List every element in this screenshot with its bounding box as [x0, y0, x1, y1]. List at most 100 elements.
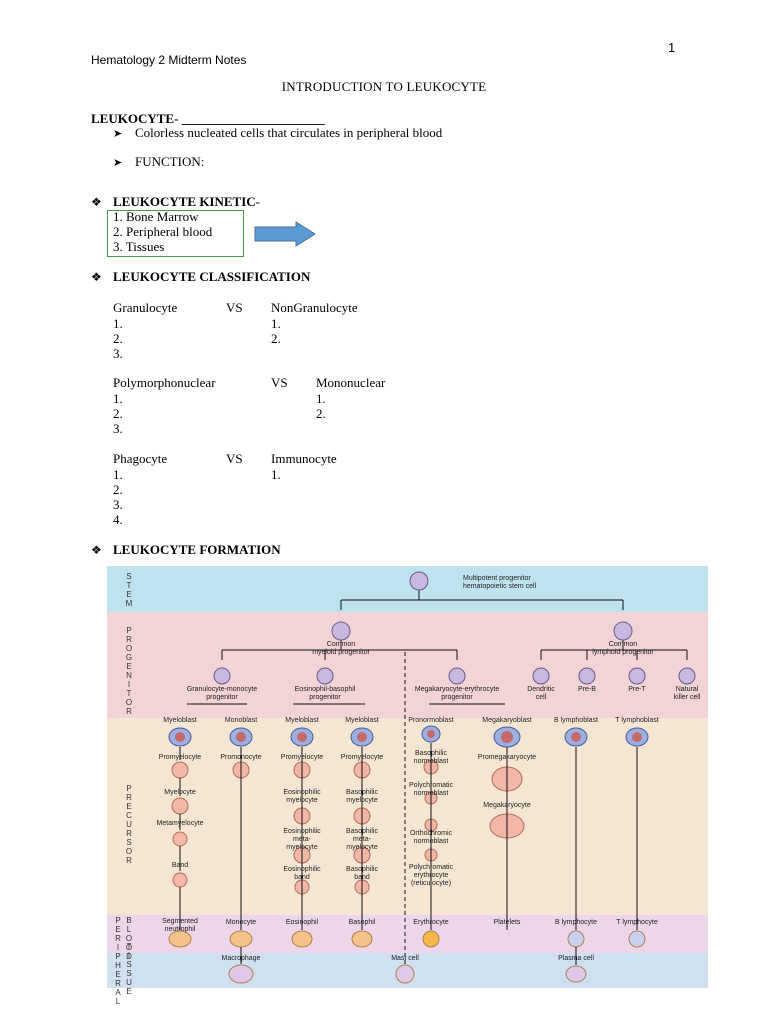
leukocyte-heading: LEUKOCYTE- ______________________	[91, 111, 325, 126]
pre-t-cell	[628, 667, 646, 685]
label-megakaryocyte: Megakaryocyte	[483, 802, 531, 809]
pair1-left: Granulocyte	[113, 300, 178, 315]
pre-b-cell	[578, 667, 596, 685]
pair2-left: Polymorphonuclear	[113, 375, 216, 390]
classification-heading: ❖ LEUKOCYTE CLASSIFICATION	[91, 269, 310, 285]
label-band: Band	[171, 862, 189, 869]
leukocyte-bullet-1: ➤Colorless nucleated cells that circulat…	[113, 125, 442, 141]
pair2-left-num-1: 1.	[113, 391, 123, 406]
pair1-left-num-3: 3.	[113, 346, 123, 361]
pair3-right: Immunocyte	[271, 451, 337, 466]
precursor-band	[107, 718, 708, 915]
me-progenitor-cell	[448, 667, 466, 685]
formation-heading: ❖ LEUKOCYTE FORMATION	[91, 542, 281, 558]
classification-heading-text: LEUKOCYTE CLASSIFICATION	[113, 269, 311, 284]
document-header: Hematology 2 Midterm Notes	[91, 53, 247, 67]
label-monoblast: Monoblast	[224, 717, 258, 724]
pair2-right: Mononuclear	[316, 375, 386, 390]
cell-illustrations	[168, 571, 696, 984]
label-eosinophil: Eosinophil	[285, 919, 319, 926]
label-promyelocyte-1: Promyelocyte	[158, 754, 202, 761]
label-promegakaryocyte: Promegakaryocyte	[477, 754, 537, 761]
diamond-bullet-icon: ❖	[91, 270, 102, 284]
label-platelets: Platelets	[493, 919, 521, 926]
pair1-left-num-2: 2.	[113, 331, 123, 346]
leukocyte-bullet-2: ➤ FUNCTION:	[113, 154, 204, 170]
arrow-bullet-icon: ➤	[113, 157, 123, 169]
label-myeloblast-3: Myeloblast	[345, 717, 379, 724]
function-label: FUNCTION:	[135, 154, 205, 169]
pair1-right-num-2: 2.	[271, 331, 281, 346]
gm-progenitor-cell	[213, 667, 231, 685]
kinetic-item-3: 3. Tissues	[113, 239, 165, 254]
pair2-right-num-2: 2.	[316, 406, 326, 421]
label-basophil: Basophil	[348, 919, 376, 926]
eb-progenitor-cell	[316, 667, 334, 685]
pair3-left: Phagocyte	[113, 451, 168, 466]
stem-cell	[409, 571, 429, 591]
label-t-lymphoblast: T lymphoblast	[615, 717, 659, 724]
kinetic-heading-suffix: -	[255, 194, 261, 209]
dendritic-cell	[532, 667, 550, 685]
kinetic-item-1: 1. Bone Marrow	[113, 209, 199, 224]
diamond-bullet-icon: ❖	[91, 543, 102, 557]
kinetic-heading-text: LEUKOCYTE KINETIC	[113, 194, 256, 209]
page-title: INTRODUCTION TO LEUKOCYTE	[281, 79, 487, 94]
label-t-lymphocyte: T lymphocyte	[616, 919, 658, 926]
nk-cell	[678, 667, 696, 685]
label-metamyelocyte: Metamyelocyte	[156, 820, 204, 827]
label-pronormoblast: Pronormoblast	[408, 717, 454, 724]
label-pre-t: Pre-T	[628, 686, 646, 693]
label-monocyte: Monocyte	[225, 919, 257, 926]
pair3-right-num-1: 1.	[271, 467, 281, 482]
pair2-left-num-2: 2.	[113, 406, 123, 421]
page-number: 1	[668, 40, 676, 55]
label-pre-b: Pre-B	[578, 686, 596, 693]
label-erythrocyte: Erythrocyte	[413, 919, 449, 926]
kinetic-heading: ❖ LEUKOCYTE KINETIC-	[91, 194, 260, 210]
label-myelocyte: Myelocyte	[164, 789, 196, 796]
pair3-left-num-2: 2.	[113, 482, 123, 497]
diamond-bullet-icon: ❖	[91, 195, 102, 209]
label-mast-cell: Mast cell	[391, 955, 419, 962]
pair1-vs: VS	[226, 300, 243, 315]
label-promonocyte: Promonocyte	[220, 754, 262, 761]
pair2-vs: VS	[271, 375, 288, 390]
peripheral-blood-band	[107, 915, 708, 953]
kinetic-list-box	[107, 210, 244, 257]
label-promyelocyte-3: Promyelocyte	[340, 754, 384, 761]
label-megakaryoblast: Megakaryoblast	[482, 717, 532, 724]
myeloid-progenitor-cell	[331, 621, 351, 641]
right-arrow-shape	[254, 221, 316, 247]
formation-heading-text: LEUKOCYTE FORMATION	[113, 542, 281, 557]
label-plasma-cell: Plasma cell	[558, 955, 594, 962]
kinetic-item-2: 2. Peripheral blood	[113, 224, 213, 239]
pair3-left-num-4: 4.	[113, 512, 123, 527]
pair3-vs: VS	[226, 451, 243, 466]
stem-band	[107, 566, 708, 612]
label-myeloblast-1: Myeloblast	[163, 717, 197, 724]
